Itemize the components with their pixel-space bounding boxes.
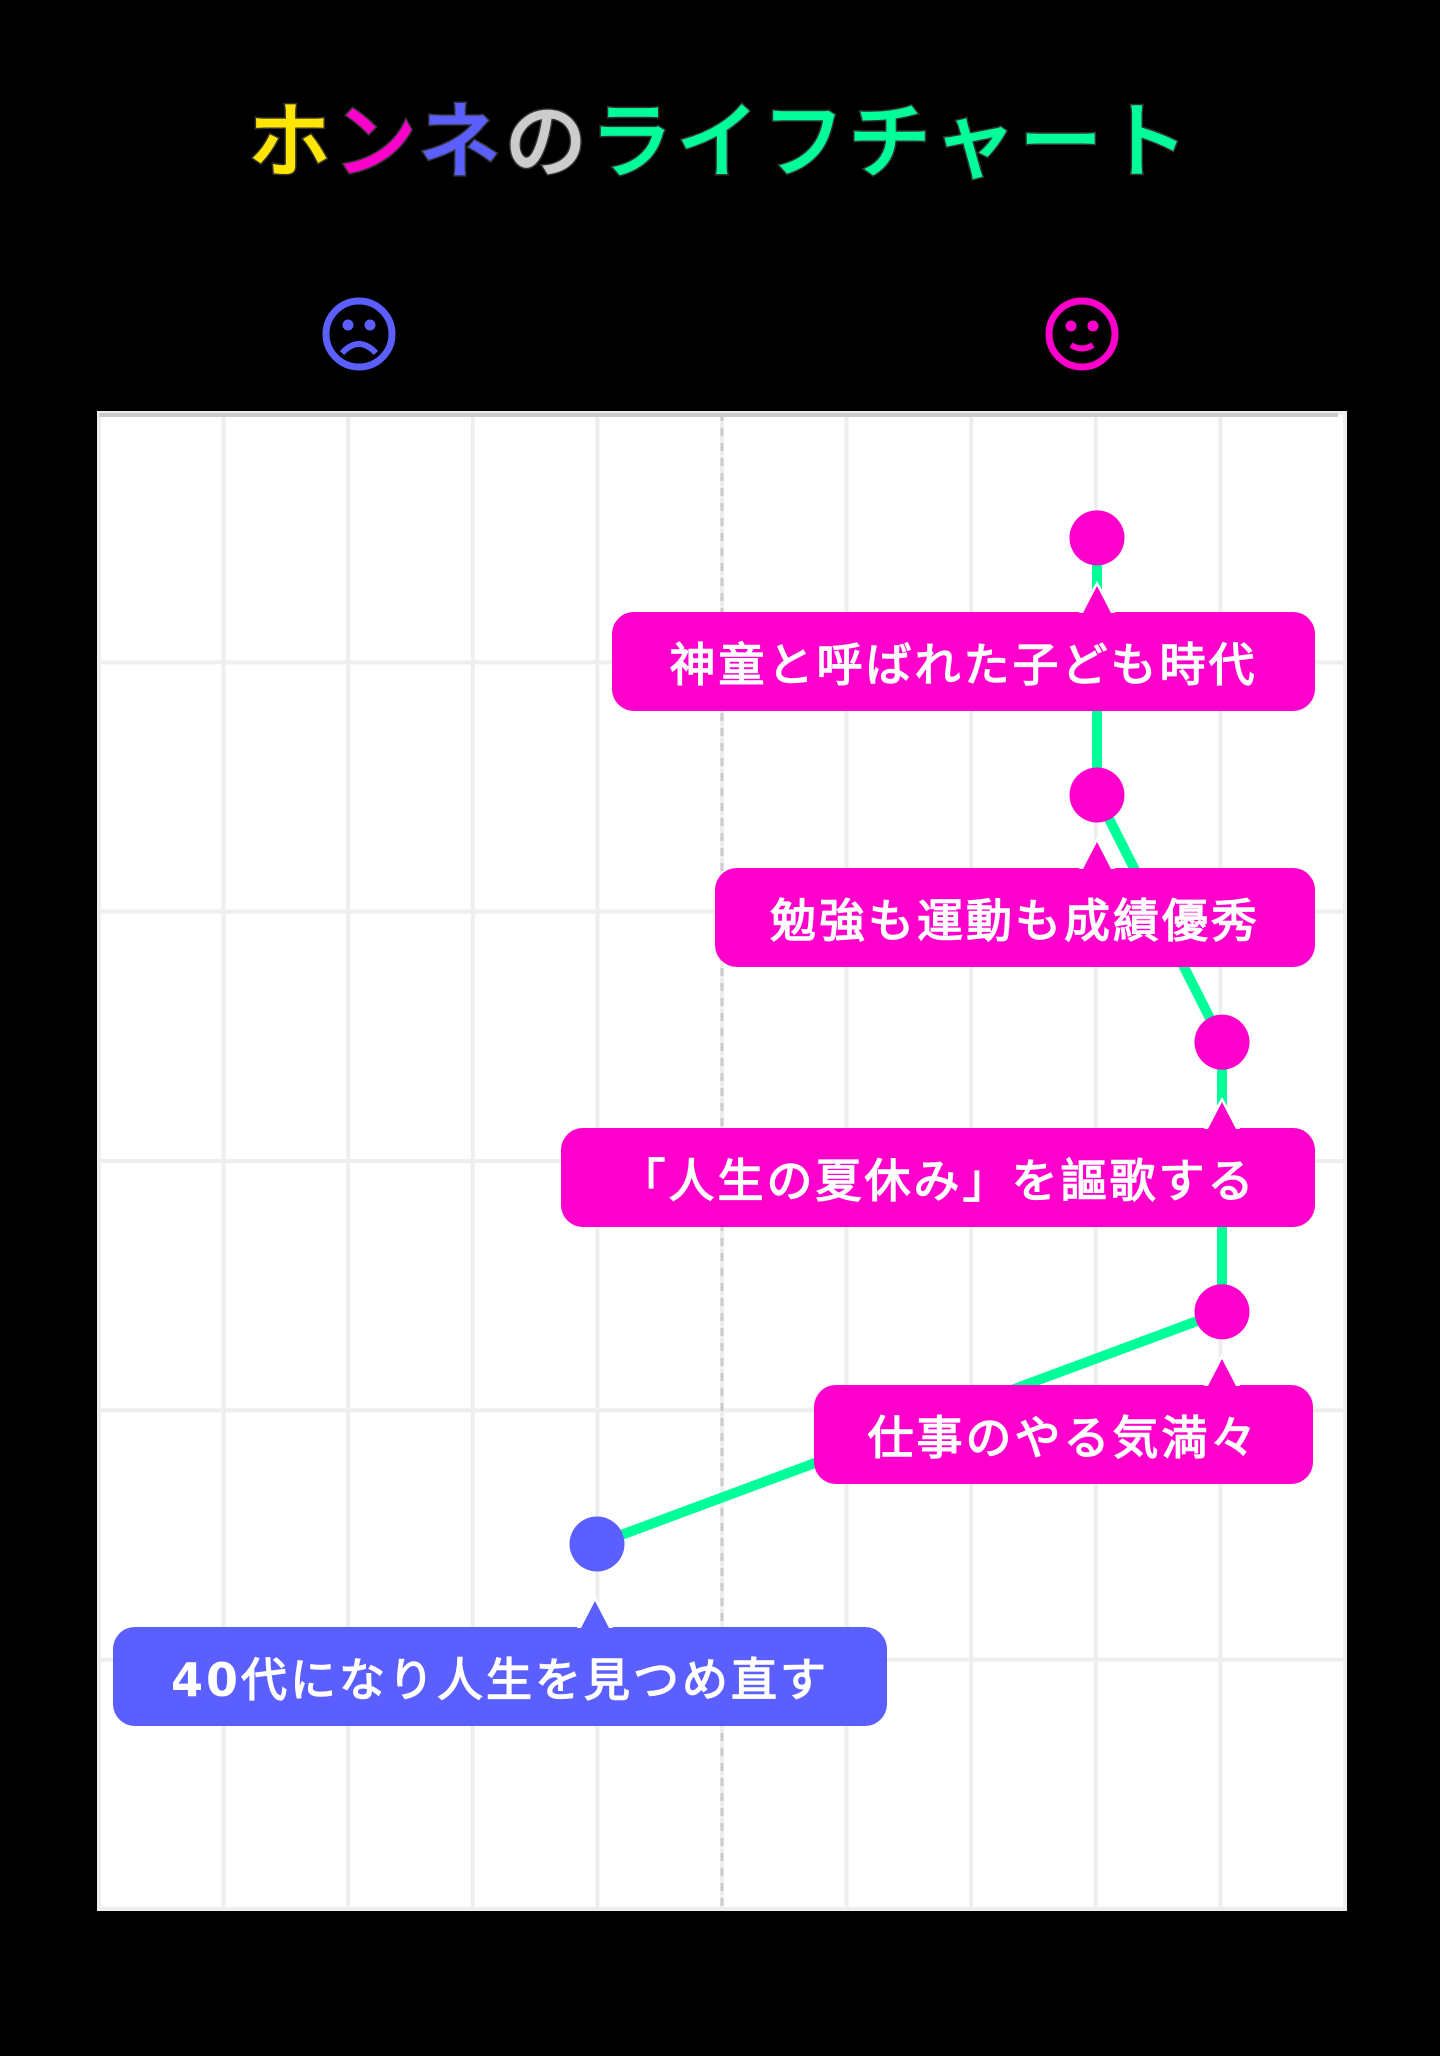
title-part-ne: ネ (417, 94, 505, 192)
label-pointer (1083, 842, 1111, 869)
label-pointer (581, 1601, 609, 1628)
title-part-lifechart: ライフチャート (589, 94, 1192, 192)
title-part-no: の (503, 94, 591, 192)
event-label-5: 40代になり人生を見つめ直す (113, 1596, 887, 1726)
data-point-2 (1069, 767, 1125, 823)
event-label-4: 仕事のやる気満々 (814, 1354, 1313, 1484)
event-label-3: 「人生の夏休み」を謳歌する (561, 1097, 1315, 1227)
label-pointer (1208, 1359, 1236, 1386)
data-point-5 (569, 1516, 625, 1572)
event-label-text: 仕事のやる気満々 (867, 1410, 1260, 1465)
title-part-ho: ホ (247, 94, 335, 192)
frowning-face-icon (322, 297, 396, 371)
label-pointer (1083, 586, 1111, 613)
event-label-text: 「人生の夏休み」を謳歌する (619, 1153, 1257, 1208)
title-part-n: ン (333, 94, 419, 192)
event-label-text: 40代になり人生を見つめ直す (170, 1652, 829, 1707)
event-label-text: 神童と呼ばれた子ども時代 (669, 637, 1258, 692)
chart-title: ホンネのライフチャート (0, 88, 1440, 198)
label-pointer (1208, 1102, 1236, 1129)
data-point-1 (1069, 510, 1125, 566)
data-point-3 (1194, 1014, 1250, 1070)
smiling-face-icon (1045, 297, 1119, 371)
event-label-2: 勉強も運動も成績優秀 (715, 837, 1315, 967)
event-label-text: 勉強も運動も成績優秀 (770, 893, 1260, 948)
data-point-4 (1194, 1284, 1250, 1340)
event-label-1: 神童と呼ばれた子ども時代 (612, 581, 1315, 711)
